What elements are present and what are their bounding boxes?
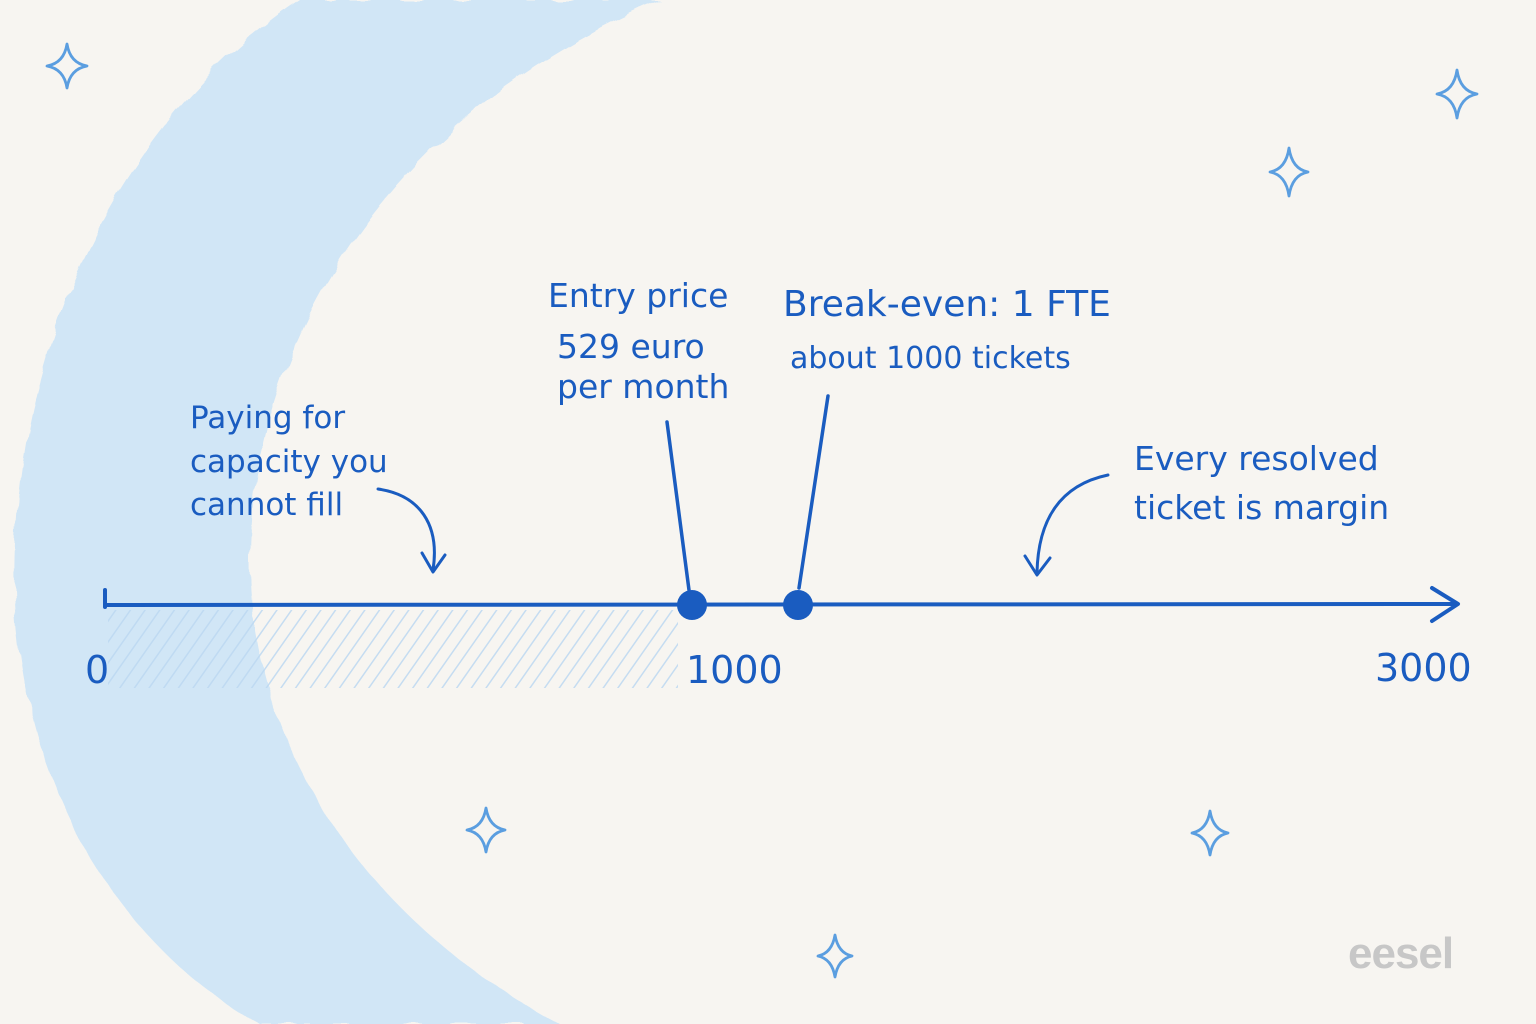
sparkle-icon: [465, 806, 507, 854]
entry-price-period: per month: [557, 367, 729, 406]
break-even-title: Break-even: 1 FTE: [783, 284, 1111, 325]
right-zone-note: Every resolved ticket is margin: [1134, 439, 1389, 527]
axis-label-mid: 1000: [686, 648, 783, 692]
left-zone-arrow-head: [420, 551, 447, 574]
axis-arrow-head: [1430, 586, 1460, 623]
sparkle-icon: [1190, 809, 1230, 857]
entry-price-leader: [665, 420, 691, 592]
right-zone-line-1: Every resolved: [1134, 439, 1379, 478]
axis-label-start: 0: [85, 648, 109, 692]
right-zone-arrow: [1035, 473, 1110, 575]
entry-price-title: Entry price: [548, 276, 728, 315]
hatched-capacity-region: [108, 610, 678, 688]
left-zone-arrow: [376, 487, 436, 572]
axis-line: [103, 602, 1457, 608]
sparkle-icon: [1435, 68, 1479, 120]
entry-price-amount: 529 euro: [557, 327, 705, 366]
break-even-note: Break-even: 1 FTE about 1000 tickets: [783, 284, 1111, 376]
sparkle-icon: [45, 42, 89, 90]
entry-price-marker: [677, 590, 707, 620]
axis-label-end: 3000: [1375, 646, 1472, 690]
left-zone-line-2: capacity you: [190, 444, 388, 480]
left-zone-line-3: cannot fill: [190, 487, 343, 523]
sparkle-icon: [1268, 146, 1310, 198]
break-even-leader: [797, 394, 830, 590]
left-zone-note: Paying for capacity you cannot fill: [190, 400, 388, 523]
sparkle-icon: [816, 933, 854, 979]
brush-crescent: [14, 0, 661, 1024]
right-zone-line-2: ticket is margin: [1134, 488, 1389, 527]
break-even-subtitle: about 1000 tickets: [790, 341, 1071, 376]
brand-logo: eesel: [1348, 929, 1453, 978]
break-even-marker: [783, 590, 813, 620]
right-zone-arrow-head: [1023, 554, 1052, 577]
entry-price-note: Entry price 529 euro per month: [548, 276, 729, 406]
left-zone-line-1: Paying for: [190, 400, 345, 436]
